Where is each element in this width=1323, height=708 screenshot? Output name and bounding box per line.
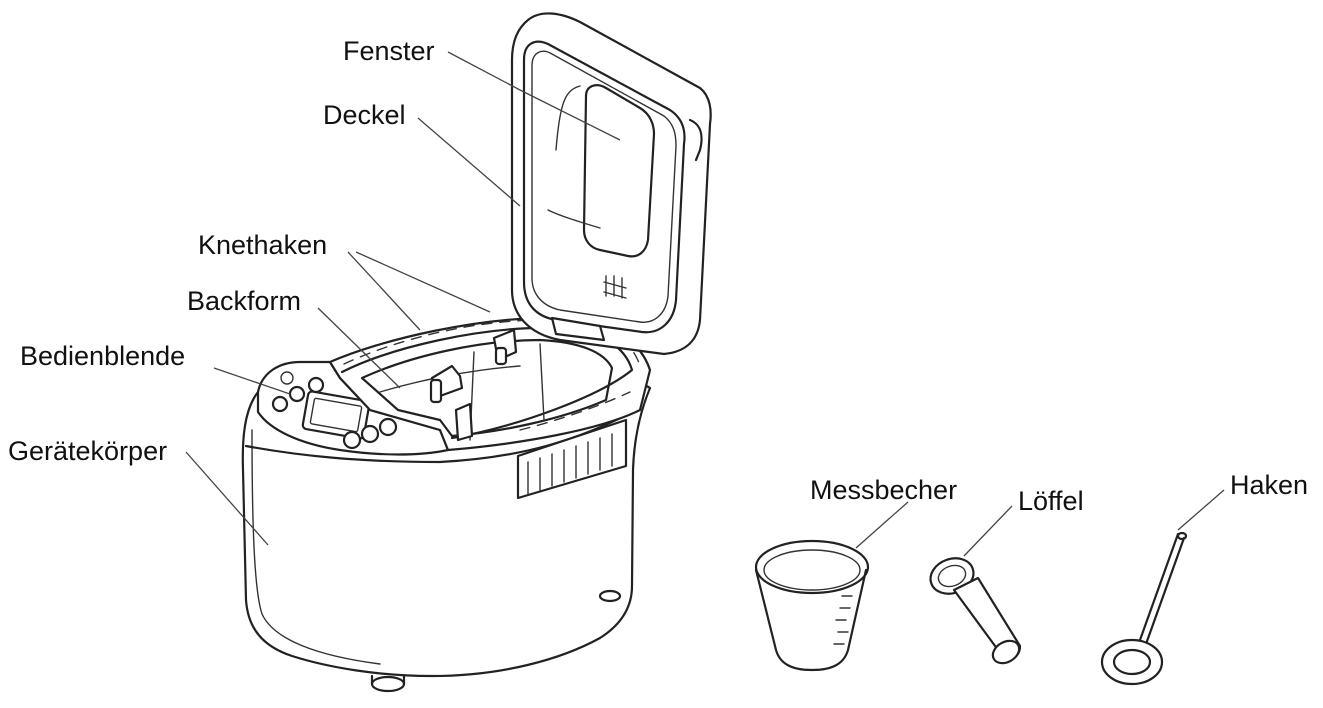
label-haken: Haken: [1230, 470, 1308, 500]
label-fenster: Fenster: [343, 36, 435, 66]
label-deckel: Deckel: [323, 100, 406, 130]
measuring-spoon: [926, 553, 1024, 668]
label-bedienblende: Bedienblende: [20, 341, 185, 371]
paddle-hook: [1102, 533, 1186, 684]
measuring-cup: [756, 541, 868, 670]
label-loeffel: Löffel: [1018, 486, 1084, 516]
label-geraetekoerper: Gerätekörper: [8, 436, 167, 466]
label-backform: Backform: [187, 286, 301, 316]
label-knethaken: Knethaken: [198, 230, 327, 260]
lid: [512, 13, 711, 354]
label-messbecher: Messbecher: [810, 475, 957, 505]
